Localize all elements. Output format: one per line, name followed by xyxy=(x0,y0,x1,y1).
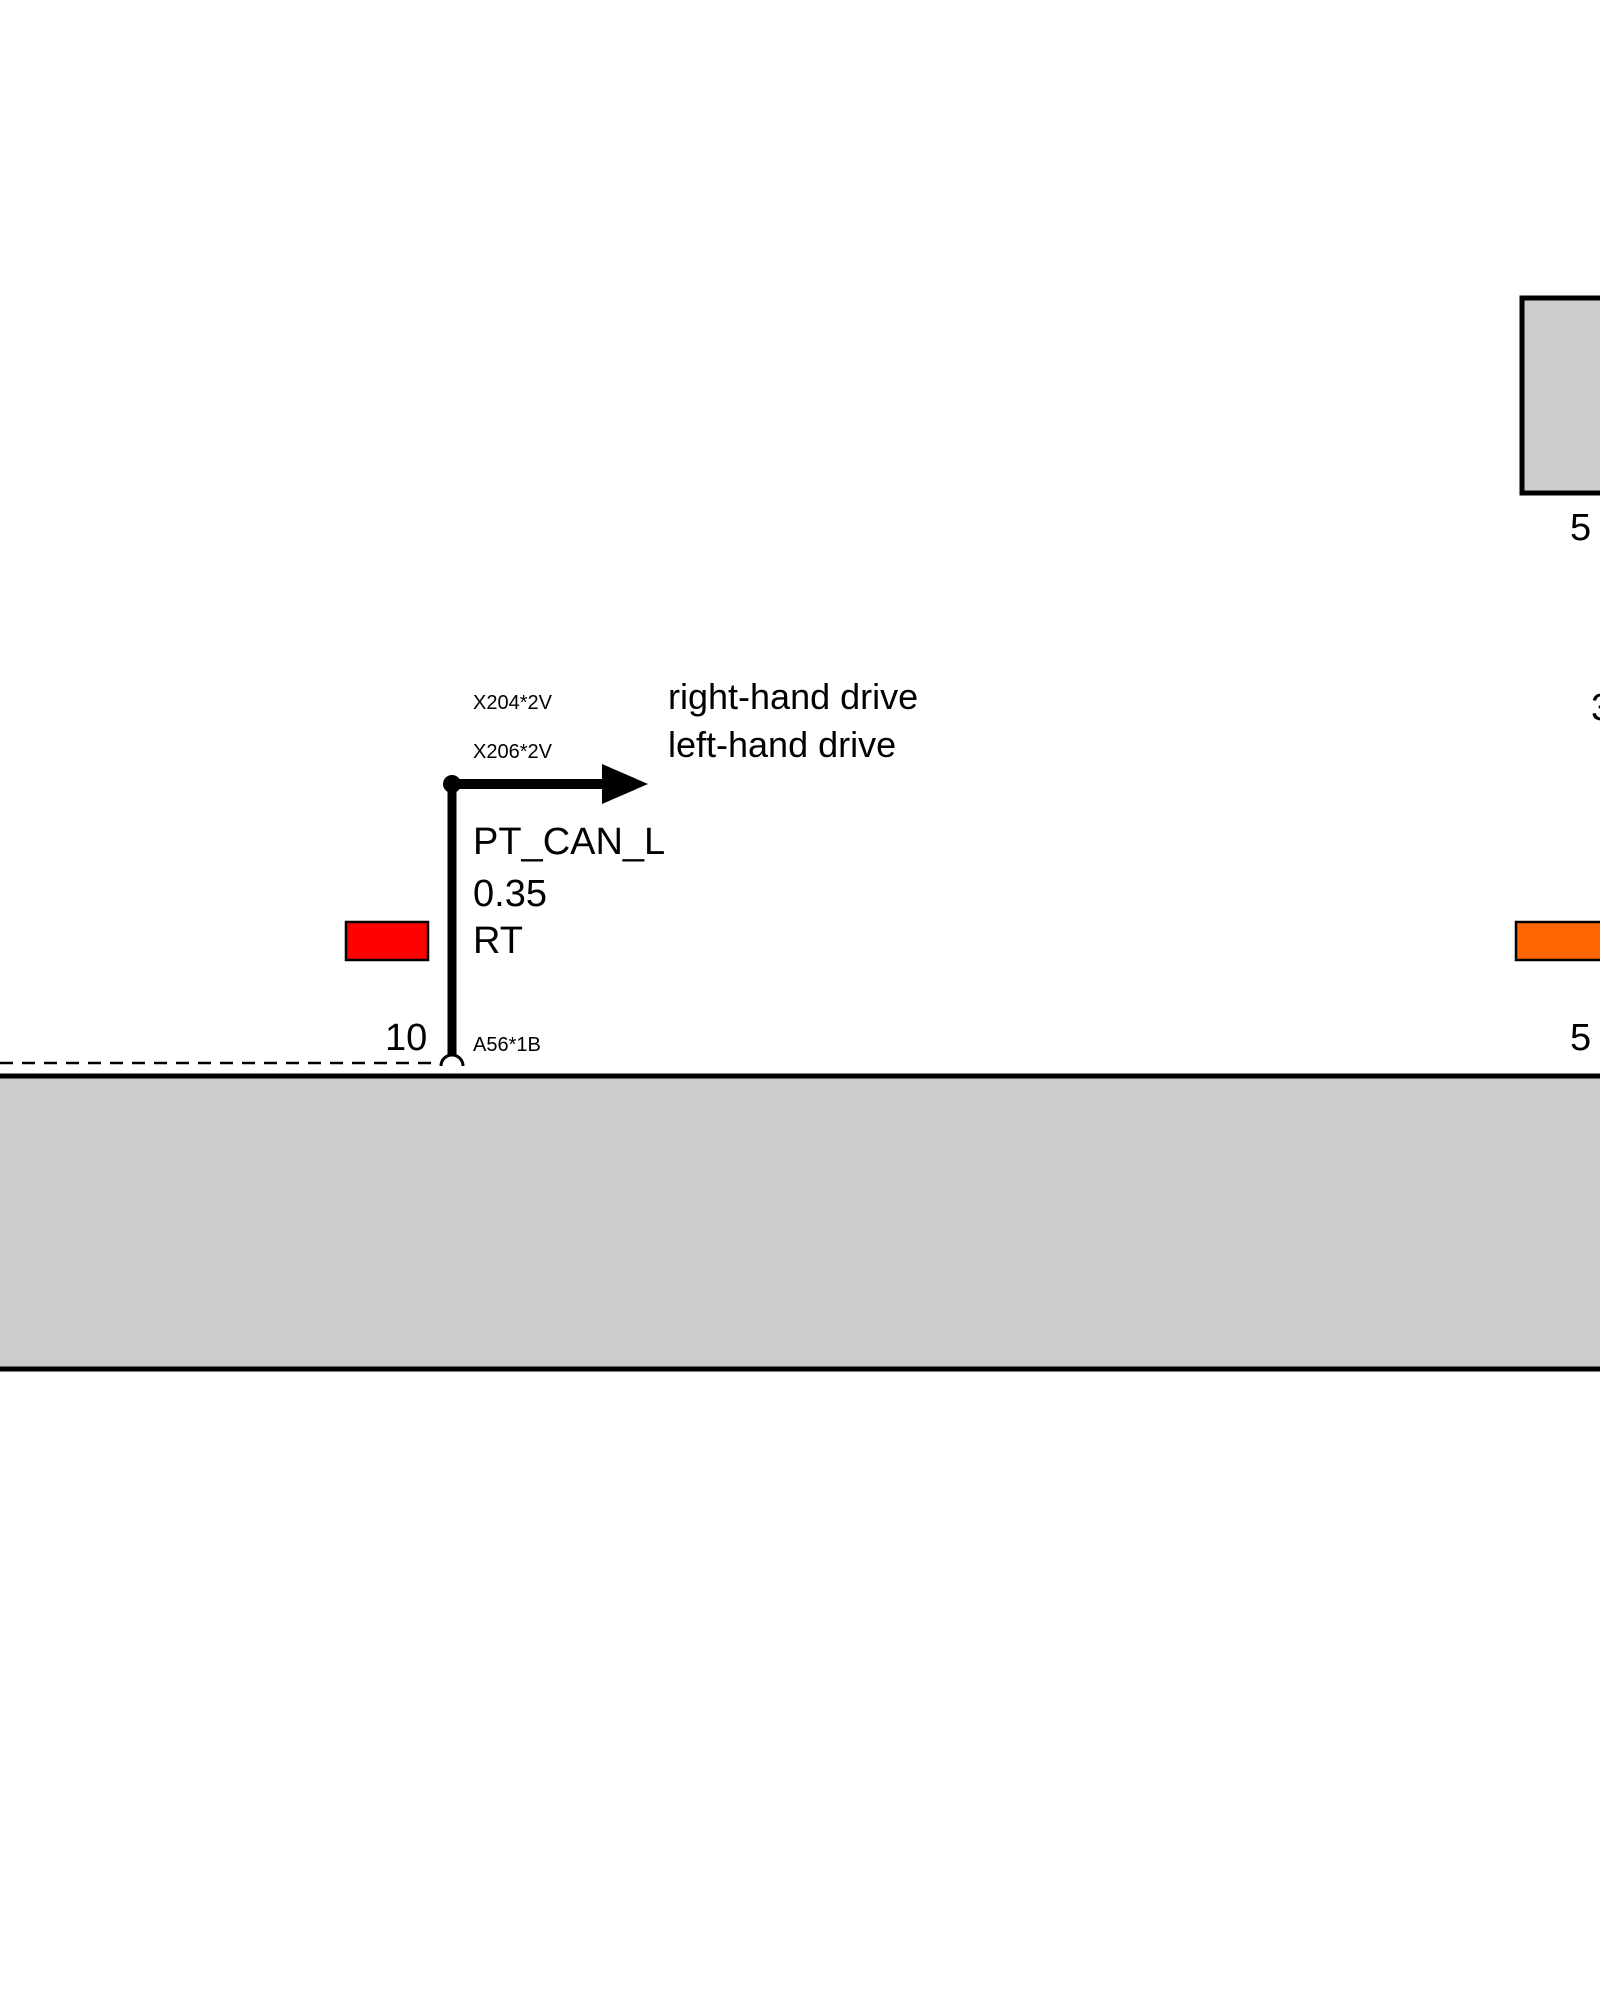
control-unit-box xyxy=(0,1073,1600,1372)
variant-label-lhd: left-hand drive xyxy=(668,724,896,765)
top-right-component-box xyxy=(1519,295,1600,496)
connector-label-rhd: X204*2V xyxy=(473,692,553,714)
junction-dot xyxy=(443,775,461,793)
connector-label-lhd: X206*2V xyxy=(473,741,553,763)
wire-color-code: RT xyxy=(473,920,523,962)
wire-color-swatch-red xyxy=(344,920,430,962)
wire-signal-name: PT_CAN_L xyxy=(473,821,665,863)
connector-label-bottom: A56*1B xyxy=(473,1034,541,1056)
pin-number-right-top: 5 xyxy=(1570,507,1591,549)
continuation-arrow-head[interactable] xyxy=(602,764,648,804)
pin-number-right-partial: 3 xyxy=(1591,687,1600,729)
wire-cross-section: 0.35 xyxy=(473,873,547,915)
wire-color-swatch-orange xyxy=(1514,920,1600,962)
variant-label-rhd: right-hand drive xyxy=(668,676,918,717)
pin-number-left: 10 xyxy=(385,1017,427,1059)
pin-number-right-bottom: 5 xyxy=(1570,1017,1591,1059)
connector-pin-semicircle xyxy=(439,1053,465,1067)
